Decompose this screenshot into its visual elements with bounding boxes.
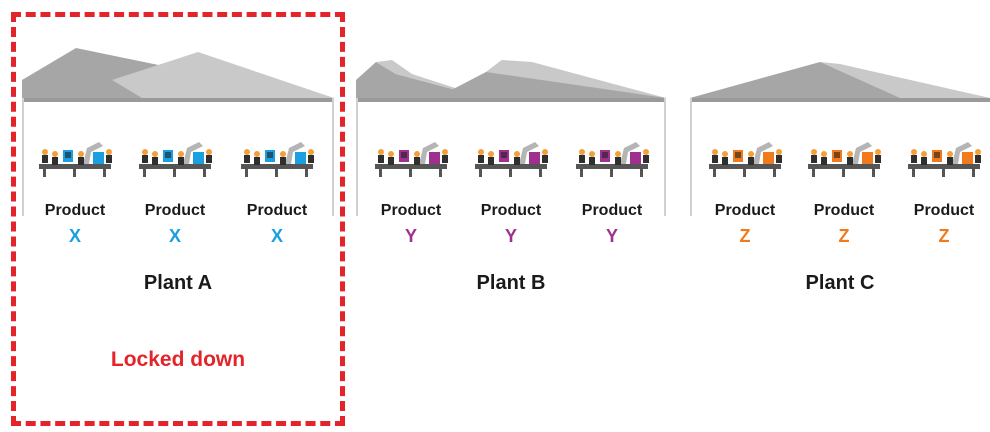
plant-b xyxy=(356,0,666,432)
product-letter: Y xyxy=(404,226,417,246)
product-letter: X xyxy=(168,226,181,246)
product-label: Product xyxy=(246,202,308,219)
locked-down-label: Locked down xyxy=(110,348,246,371)
product-label: Product xyxy=(581,202,643,219)
assembly-line-workers-icon xyxy=(576,142,649,177)
product-letter: Y xyxy=(605,226,618,246)
assembly-line-workers-icon xyxy=(475,142,548,177)
product-letter: Z xyxy=(739,226,751,246)
plant-name: Plant B xyxy=(476,272,546,294)
product-label: Product xyxy=(144,202,206,219)
product-letter: Z xyxy=(938,226,950,246)
product-letter: Y xyxy=(504,226,517,246)
product-label: Product xyxy=(44,202,106,219)
product-letter: X xyxy=(270,226,283,246)
factory-roof-icon xyxy=(22,48,334,216)
assembly-line-workers-icon xyxy=(39,142,112,177)
product-label: Product xyxy=(714,202,776,219)
assembly-line-workers-icon xyxy=(241,142,314,177)
product-letter: Z xyxy=(838,226,850,246)
factory-roof-icon xyxy=(356,60,666,216)
assembly-line-workers-icon xyxy=(709,142,782,177)
plant-name: Plant A xyxy=(143,272,213,294)
plant-c xyxy=(690,0,990,432)
assembly-line-workers-icon xyxy=(808,142,881,177)
assembly-line-workers-icon xyxy=(908,142,981,177)
product-label: Product xyxy=(913,202,975,219)
plant-name: Plant C xyxy=(805,272,875,294)
factory-roof-icon xyxy=(690,62,990,216)
assembly-line-workers-icon xyxy=(375,142,448,177)
product-label: Product xyxy=(480,202,542,219)
assembly-line-workers-icon xyxy=(139,142,212,177)
product-label: Product xyxy=(813,202,875,219)
product-label: Product xyxy=(380,202,442,219)
plant-a xyxy=(22,0,334,432)
locked-down-frame xyxy=(11,12,345,426)
product-letter: X xyxy=(68,226,81,246)
